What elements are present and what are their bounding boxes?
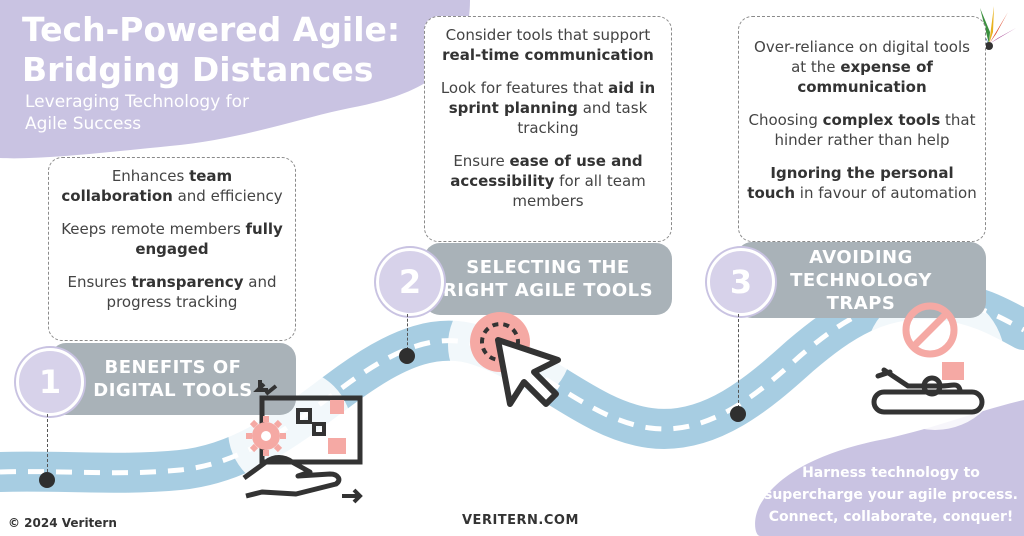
point-text: that hinder rather than help	[774, 111, 976, 149]
step-2-banner: SELECTING THE RIGHT AGILE TOOLS	[424, 243, 672, 315]
point-emphasis: transparency	[131, 273, 244, 291]
point-emphasis: real-time communication	[442, 46, 654, 64]
subtitle-line-2: Agile Success	[25, 114, 142, 134]
step-2-number-badge: 2	[376, 248, 444, 316]
step-3-points-box: Over-reliance on digital tools at the ex…	[738, 16, 986, 242]
point-text: and efficiency	[172, 187, 283, 205]
step-1-title-line-1: BENEFITS OF	[104, 357, 242, 378]
point-emphasis: team collaboration	[61, 167, 233, 205]
point-text: Ensures	[67, 273, 132, 291]
point-text: Choosing	[748, 111, 823, 129]
step-3-title-line-3: TRAPS	[826, 292, 896, 314]
step-3-point: Ignoring the personal touch in favour of…	[747, 163, 977, 203]
point-text: Keeps remote members	[61, 220, 246, 238]
point-text: for all team members	[512, 172, 646, 210]
point-text: in favour of automation	[795, 184, 977, 202]
point-emphasis: ease of use and accessibility	[450, 152, 643, 190]
step-1-connector-line	[47, 414, 48, 472]
point-text: and task tracking	[517, 99, 648, 137]
step-2-title-line-1: SELECTING THE	[466, 257, 630, 278]
subtitle-line-1: Leveraging Technology for	[25, 92, 250, 112]
step-1-points-box: Enhances team collaboration and efficien…	[48, 157, 296, 341]
point-text: and progress tracking	[106, 273, 277, 311]
step-3-title-line-2: TECHNOLOGY	[790, 269, 932, 291]
step-1-point: Keeps remote members fully engaged	[57, 219, 287, 259]
step-2-point: Look for features that aid in sprint pla…	[433, 78, 663, 138]
step-3-banner: AVOIDING TECHNOLOGY TRAPS	[736, 242, 986, 318]
call-to-action: Harness technology to supercharge your a…	[760, 462, 1022, 528]
step-2-road-marker	[399, 348, 415, 364]
step-1-road-marker	[39, 472, 55, 488]
step-3-number-badge: 3	[707, 248, 775, 316]
point-text: Look for features that	[440, 79, 609, 97]
point-text: Consider tools that support	[445, 26, 651, 44]
step-2-number: 2	[398, 263, 422, 301]
step-1-number-badge: 1	[16, 348, 84, 416]
no-entry-icon	[902, 302, 958, 358]
point-emphasis: expense of communication	[797, 58, 933, 96]
cta-line-1: Harness technology to	[802, 465, 980, 481]
step-2-points-box: Consider tools that support real-time co…	[424, 16, 672, 242]
step-3-point: Choosing complex tools that hinder rathe…	[747, 110, 977, 150]
step-1-number: 1	[38, 363, 62, 401]
title-line-1: Tech-Powered Agile:	[22, 10, 401, 49]
point-emphasis: complex tools	[822, 111, 941, 129]
point-emphasis: aid in sprint planning	[448, 79, 656, 117]
point-text: Enhances	[111, 167, 190, 185]
digital-tools-hand-icon	[242, 380, 363, 504]
point-text: Ensure	[453, 152, 510, 170]
step-1-point: Enhances team collaboration and efficien…	[57, 166, 287, 206]
step-1-banner: BENEFITS OF DIGITAL TOOLS	[50, 343, 296, 415]
cta-line-2: supercharge your agile process.	[764, 487, 1018, 503]
step-3-title-line-1: AVOIDING	[809, 246, 913, 268]
step-2-point: Consider tools that support real-time co…	[433, 25, 663, 65]
copyright-text: © 2024 Veritern	[8, 516, 117, 530]
cta-line-3: Connect, collaborate, conquer!	[768, 509, 1014, 525]
website-link[interactable]: VERITERN.COM	[462, 513, 579, 528]
point-emphasis: Ignoring the personal touch	[747, 164, 954, 202]
point-emphasis: fully engaged	[135, 220, 283, 258]
step-1-title-line-2: DIGITAL TOOLS	[93, 380, 253, 401]
page-title: Tech-Powered Agile: Bridging Distances	[22, 10, 442, 90]
step-3-road-marker	[730, 406, 746, 422]
point-text: Over-reliance on digital tools at the	[754, 38, 970, 76]
step-3-connector-line	[738, 314, 739, 408]
page-subtitle: Leveraging Technology for Agile Success	[25, 91, 345, 135]
cursor-click-icon	[470, 312, 561, 407]
title-line-2: Bridging Distances	[22, 50, 374, 89]
step-2-title-line-2: RIGHT AGILE TOOLS	[442, 280, 654, 301]
mousetrap-icon	[871, 362, 985, 415]
step-2-point: Ensure ease of use and accessibility for…	[433, 151, 663, 211]
step-2-connector-line	[407, 314, 408, 350]
step-1-point: Ensures transparency and progress tracki…	[57, 272, 287, 312]
step-3-point: Over-reliance on digital tools at the ex…	[747, 37, 977, 97]
step-3-number: 3	[729, 263, 753, 301]
